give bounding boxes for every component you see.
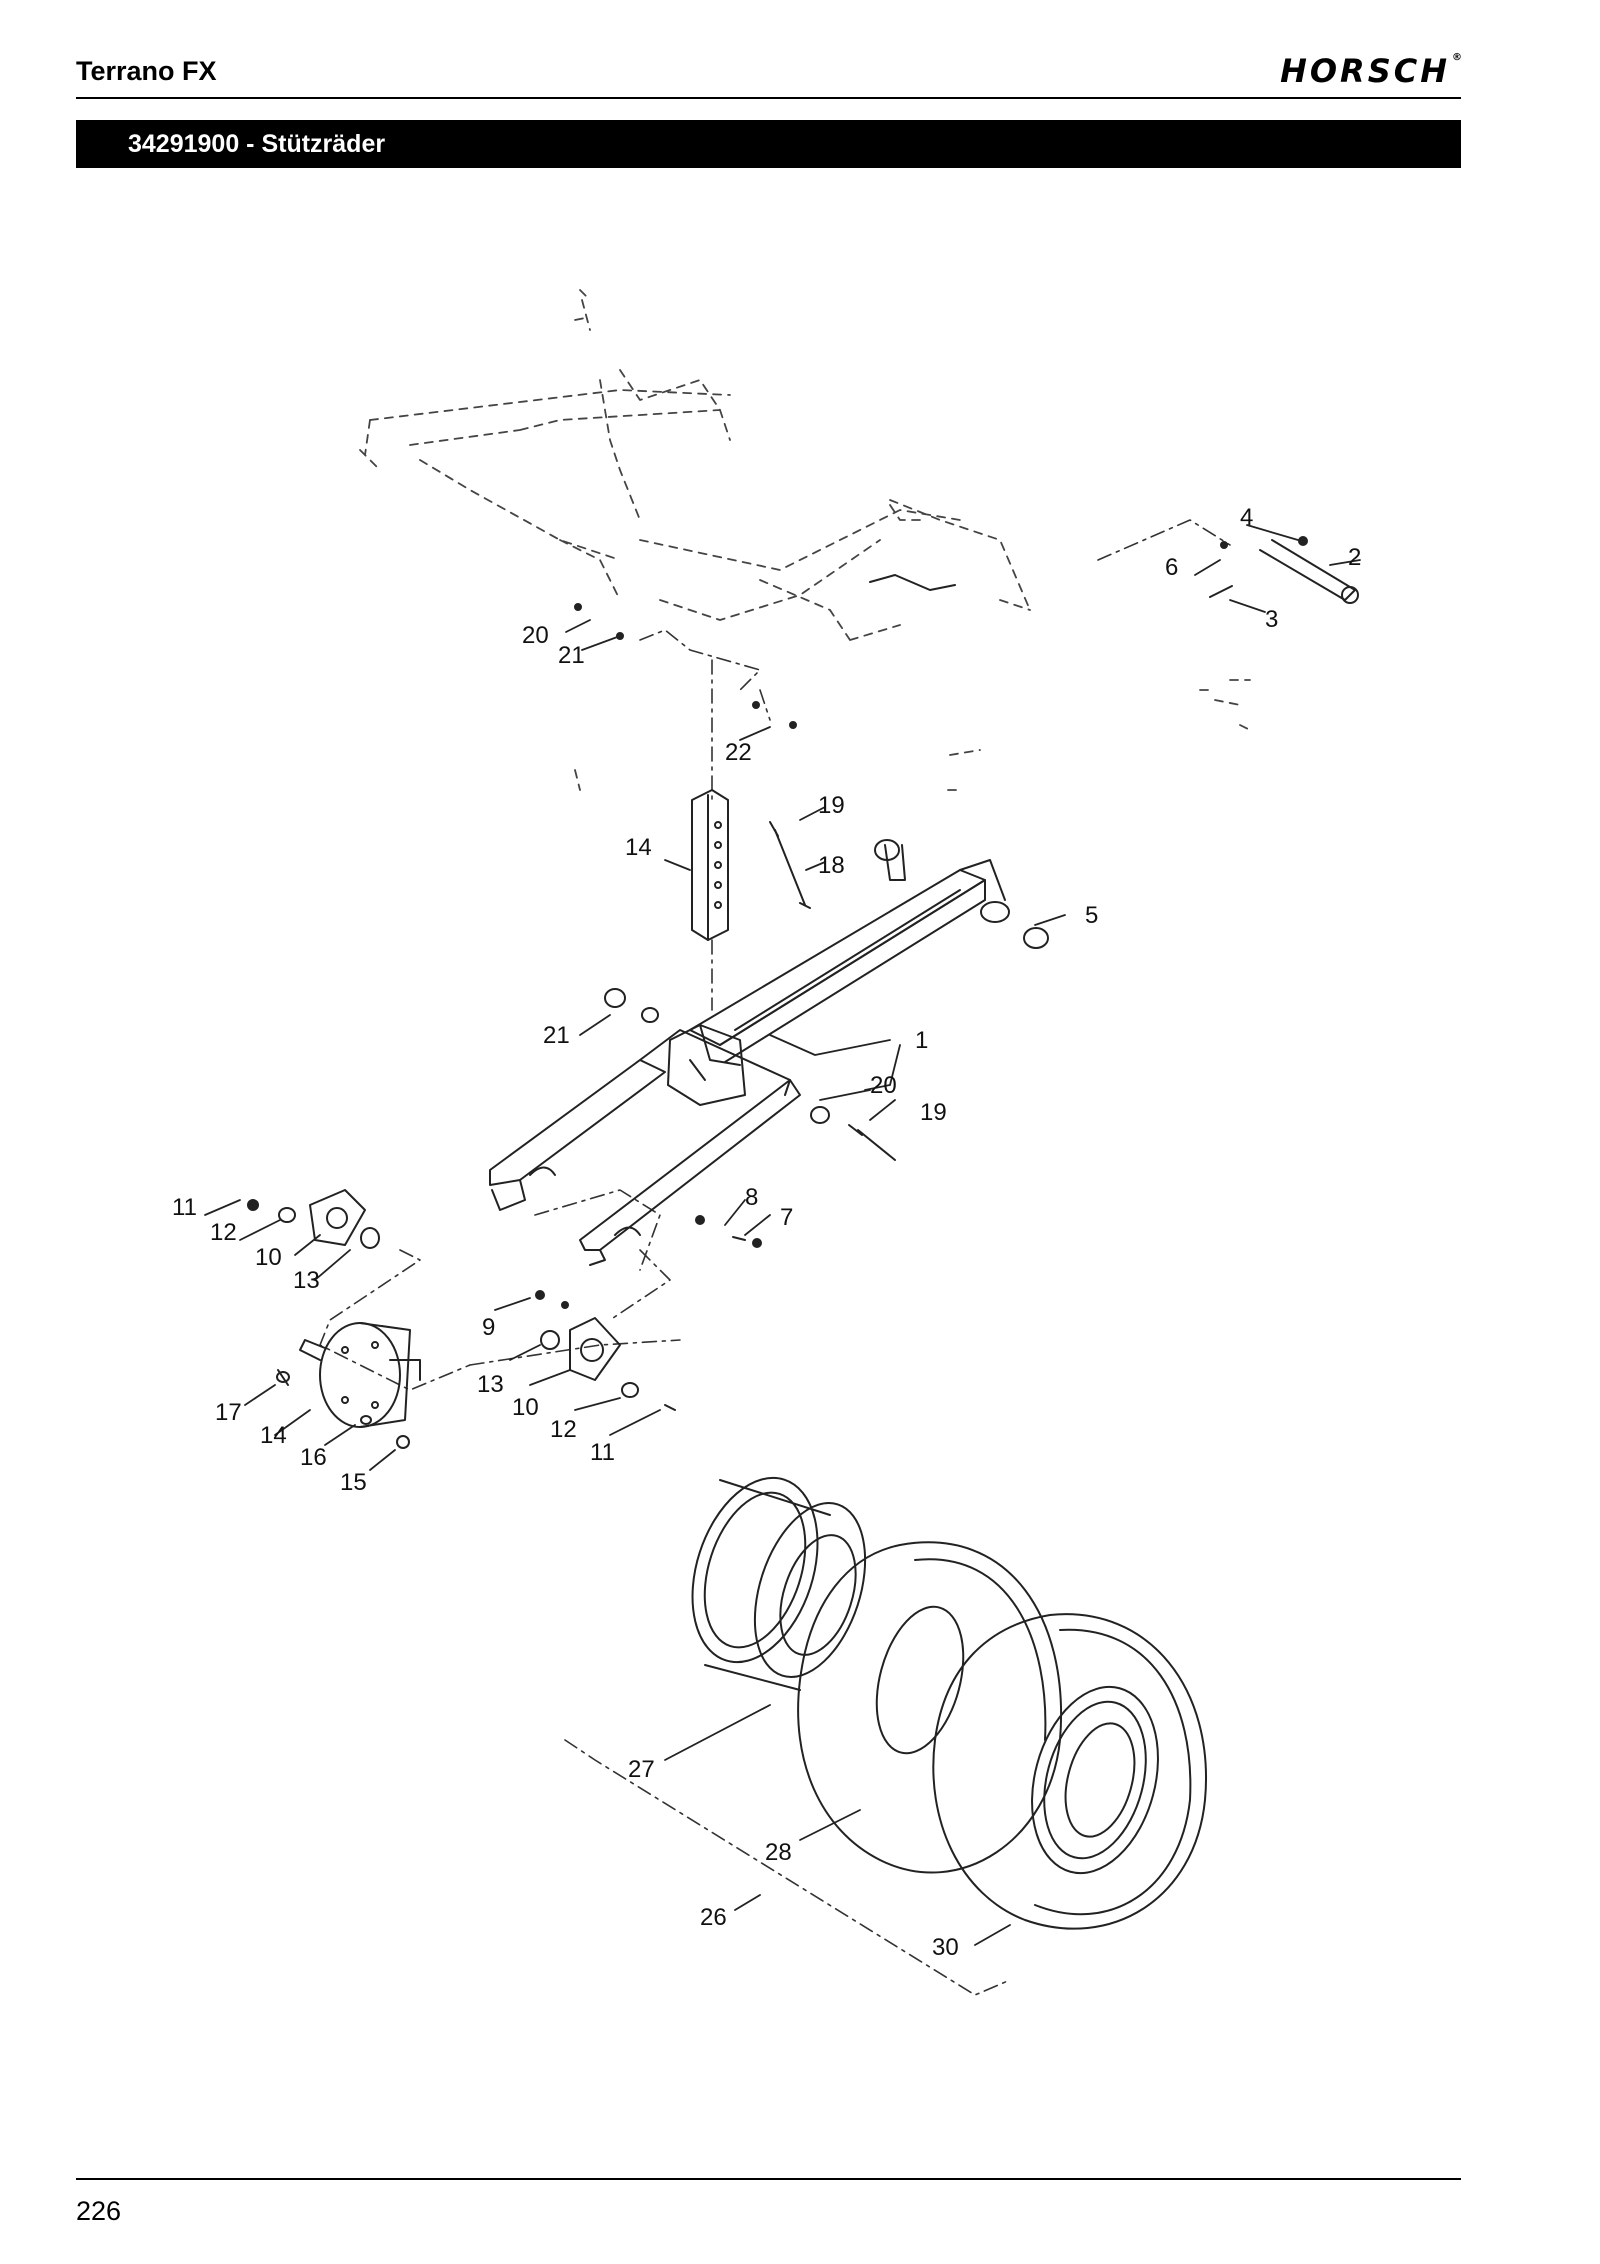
callout-10-right: 10	[512, 1394, 539, 1421]
section-header-bar: 34291900 - Stützräder	[76, 120, 1461, 168]
adjustable-strut	[691, 789, 729, 941]
section-name: Stützräder	[261, 130, 386, 158]
callout-10-left: 10	[255, 1244, 282, 1271]
header-rule	[76, 97, 1461, 99]
callout-2: 2	[1348, 544, 1361, 571]
ghost-frame	[359, 289, 1251, 791]
callout-30: 30	[932, 1934, 959, 1961]
callout-4: 4	[1240, 504, 1253, 531]
callout-11-right: 11	[590, 1439, 615, 1466]
callout-22: 18	[818, 852, 845, 879]
callout-13-left: 13	[293, 1267, 320, 1294]
brand-logo: HORSCH®	[1280, 52, 1462, 90]
callout-29: 28	[765, 1839, 792, 1866]
callout-27: 26	[700, 1904, 727, 1931]
callout-28: 27	[628, 1756, 655, 1783]
wheel-rim	[691, 1476, 867, 1691]
callout-6: 6	[1165, 554, 1178, 581]
footer-rule	[76, 2178, 1461, 2180]
left-bearing-assembly	[247, 1189, 380, 1249]
callout-23: 19	[818, 792, 845, 819]
hub-spindle	[276, 1322, 421, 1449]
callout-12-right: 12	[550, 1416, 577, 1443]
callout-5: 5	[1085, 902, 1098, 929]
callout-3: 3	[1265, 606, 1278, 633]
callout-26: 22	[725, 739, 752, 766]
leader-lines	[204, 524, 1361, 1946]
callout-9: 9	[482, 1314, 495, 1341]
mounting-clamp	[667, 1024, 746, 1106]
callout-12-left: 12	[210, 1219, 237, 1246]
assembly-lines	[319, 519, 1231, 1996]
twin-tyres	[797, 1541, 1207, 1930]
callout-1: 1	[915, 1027, 928, 1054]
callout-13-right: 13	[477, 1371, 504, 1398]
callout-14: 14	[260, 1422, 287, 1449]
callout-15: 15	[340, 1469, 367, 1496]
section-separator: -	[239, 130, 262, 158]
callout-19: 19	[920, 1099, 947, 1126]
callout-25: 21	[558, 642, 585, 669]
fork-arms	[489, 1029, 801, 1266]
part-number: 34291900	[128, 130, 240, 158]
right-bearing-assembly	[535, 1290, 676, 1411]
document-title: Terrano FX	[76, 56, 217, 86]
callout-20: 20	[870, 1072, 897, 1099]
callout-24: 20	[522, 622, 549, 649]
callout-7: 7	[780, 1204, 793, 1231]
callout-8: 8	[745, 1184, 758, 1211]
callout-21: 21	[543, 1022, 570, 1049]
axle-beam	[689, 859, 1010, 1063]
page-number: 226	[76, 2196, 122, 2226]
hardware-items	[574, 536, 1359, 1248]
callout-18: 14	[625, 834, 652, 861]
callout-labels: 4 2 6 3 20 21 22 19 14 18 5 21 1 20 19 8…	[172, 504, 1361, 1961]
callout-16: 16	[300, 1444, 327, 1471]
callout-17: 17	[215, 1399, 242, 1426]
callout-11-left: 11	[172, 1194, 197, 1221]
